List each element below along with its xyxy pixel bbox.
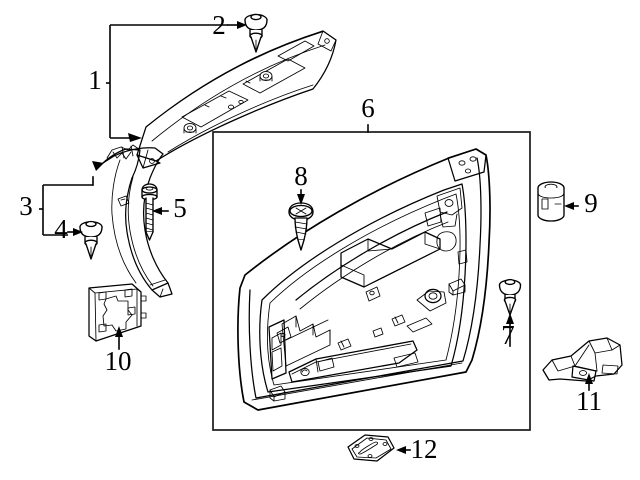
part-hex-flange-bolt xyxy=(141,183,158,241)
callout-10-leader xyxy=(115,326,123,350)
panel-boss-left xyxy=(183,122,197,134)
part-upper-liftgate-trim-panel xyxy=(136,30,337,169)
callout-11-leader xyxy=(585,373,593,391)
part-phillips-tapping-screw xyxy=(288,202,314,251)
part-pillar-trim-molding xyxy=(102,144,173,298)
panel-small-bosses xyxy=(337,314,406,351)
callout-label-6: 6 xyxy=(361,93,375,123)
assembly-outline-box xyxy=(212,131,531,431)
part-lower-trim-end-cap xyxy=(542,337,623,382)
callout-label-4: 4 xyxy=(54,214,68,244)
part-barrel-grommet-plug xyxy=(537,181,565,222)
callout-3-leader xyxy=(39,161,104,236)
callout-label-8: 8 xyxy=(294,161,308,191)
callout-8-leader xyxy=(297,189,305,205)
callout-9-leader xyxy=(564,202,579,210)
callout-label-10: 10 xyxy=(105,346,132,376)
callout-12-leader xyxy=(396,446,411,454)
callout-label-1: 1 xyxy=(88,65,102,95)
part-corner-bracket-cover xyxy=(88,283,147,342)
panel-boss-right xyxy=(259,70,273,82)
part-slotted-reinforcement-plate xyxy=(347,434,395,462)
part-liftgate-trim-panel-assembly xyxy=(237,148,491,411)
callout-2-leader xyxy=(227,21,247,29)
callout-label-5: 5 xyxy=(173,193,187,223)
callout-label-3: 3 xyxy=(19,191,33,221)
callout-label-11: 11 xyxy=(576,386,602,416)
part-push-pin-clip-7 xyxy=(498,278,522,316)
part-push-pin-clip-4 xyxy=(79,220,103,260)
callout-label-2: 2 xyxy=(212,10,226,40)
callout-label-9: 9 xyxy=(584,188,598,218)
callout-1-leader xyxy=(106,24,228,142)
callout-label-12: 12 xyxy=(411,434,438,464)
callout-5-leader xyxy=(152,207,169,215)
callout-7-leader xyxy=(506,313,514,347)
callout-4-leader xyxy=(67,228,83,236)
part-push-pin-clip-2 xyxy=(244,13,268,53)
callout-label-7: 7 xyxy=(501,320,515,350)
